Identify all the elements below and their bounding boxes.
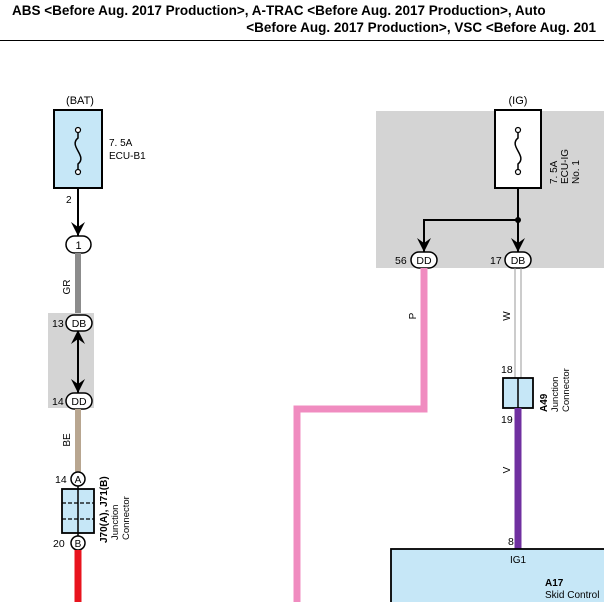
- pin-17-label: 17: [490, 255, 502, 267]
- splice-point: [515, 217, 521, 223]
- fuse-b1-rating: 7. 5A: [109, 138, 133, 149]
- svg-text:DB: DB: [511, 255, 526, 267]
- skid-control-ecu-box: [390, 548, 604, 602]
- svg-text:1: 1: [75, 240, 81, 252]
- arrow-down-icon: [511, 238, 525, 252]
- svg-text:DB: DB: [72, 318, 87, 330]
- header-title-line-1: ABS <Before Aug. 2017 Production>, A-TRA…: [12, 3, 546, 18]
- connector-dd-14: DD: [65, 392, 93, 410]
- wire-pink: [293, 268, 428, 602]
- fuse-b1-name: ECU-B1: [109, 151, 146, 162]
- pin-13-label: 13: [52, 318, 64, 330]
- svg-text:B: B: [75, 539, 82, 550]
- connector-db-17: DB: [504, 251, 532, 269]
- arrow-down-icon: [417, 238, 431, 252]
- fuse-ig-name: ECU-IG: [560, 149, 571, 184]
- a49-code-label: A49: [539, 393, 550, 412]
- arrow-down-icon: [71, 379, 85, 393]
- wire-gr-label: GR: [62, 280, 73, 295]
- jc-code-label: J70(A), J71(B): [99, 476, 110, 543]
- header-title-line-2: <Before Aug. 2017 Production>, VSC <Befo…: [246, 20, 596, 35]
- a49-label-junction: Junction: [550, 377, 561, 412]
- connector-a-pin: A: [70, 471, 86, 487]
- a49-top-pin: 18: [501, 364, 513, 376]
- a49-bottom-pin: 19: [501, 414, 513, 426]
- svg-text:DD: DD: [71, 396, 87, 408]
- arrow-up-icon: [71, 330, 85, 344]
- wire-v-label: V: [502, 466, 513, 473]
- wire-ig-branch: [423, 219, 518, 252]
- fuse-ecu-ig-no1: [494, 109, 542, 189]
- ig-relay-block-shade: [376, 111, 604, 268]
- diagram-header: ABS <Before Aug. 2017 Production>, A-TRA…: [0, 0, 604, 41]
- connector-b-pin: B: [70, 535, 86, 551]
- ecu-terminal-ig1: IG1: [510, 555, 527, 566]
- fuse-ig-number: No. 1: [571, 160, 582, 184]
- pin-56-label: 56: [395, 255, 407, 267]
- fuse-b1-pin: 2: [66, 195, 72, 206]
- wire-w-label: W: [502, 311, 513, 321]
- wire-be-label: BE: [62, 433, 73, 447]
- junction-connector-j70-j71: [61, 486, 95, 536]
- svg-text:A: A: [75, 475, 82, 486]
- jc-label-junction: Junction: [110, 505, 121, 540]
- ecu-code-label: A17: [545, 578, 564, 589]
- jc-bottom-pin-label: 20: [53, 538, 65, 550]
- svg-text:DD: DD: [416, 255, 432, 267]
- bat-source-label: (BAT): [66, 95, 94, 107]
- jc-top-pin-label: 14: [55, 474, 67, 486]
- jc-label-connector: Connector: [121, 496, 132, 540]
- ecu-name-label: Skid Control: [545, 590, 599, 601]
- pin-14-label: 14: [52, 396, 64, 408]
- ecu-pin-8: 8: [508, 536, 514, 548]
- connector-dd-56: DD: [410, 251, 438, 269]
- fuse-ig-rating: 7. 5A: [549, 160, 560, 184]
- a49-label-connector: Connector: [561, 368, 572, 412]
- junction-connector-a49: [502, 377, 534, 409]
- fuse-ecu-b1: [53, 109, 103, 189]
- ig-source-label: (IG): [509, 95, 528, 107]
- connector-pin-1: 1: [65, 235, 92, 254]
- connector-db-13: DB: [65, 314, 93, 332]
- arrow-down-icon: [71, 222, 85, 236]
- wire-p-label: P: [408, 312, 419, 319]
